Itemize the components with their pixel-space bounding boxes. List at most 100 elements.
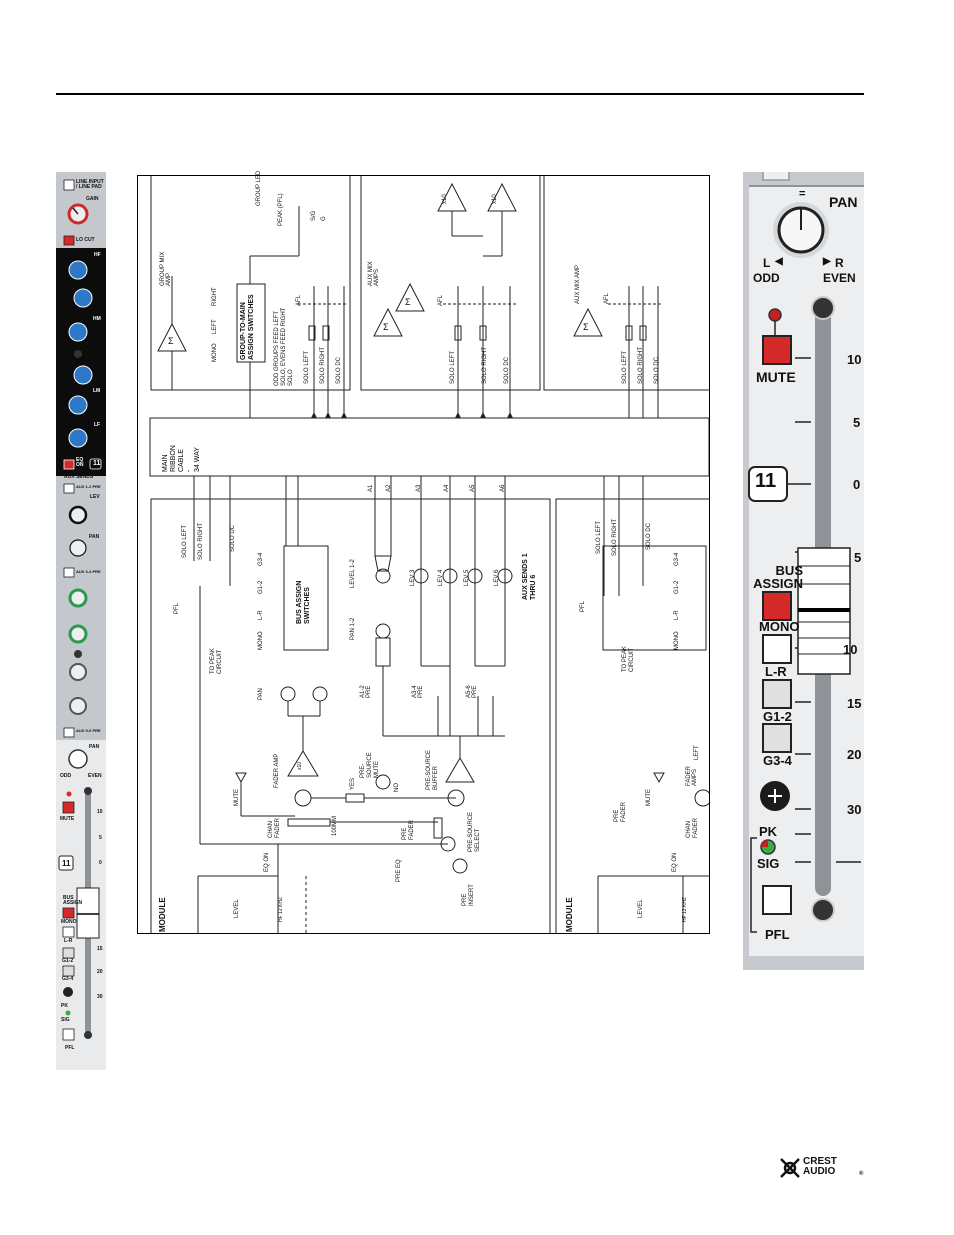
aux56-pre-button[interactable] bbox=[63, 727, 75, 738]
aux12-pan-knob[interactable] bbox=[69, 539, 87, 557]
hm-knob[interactable] bbox=[68, 322, 88, 342]
strip-scale-10: 10 bbox=[97, 809, 103, 815]
strip-scale-30: 30 bbox=[97, 994, 103, 1000]
strip-hm-label: HM bbox=[93, 316, 101, 322]
pfl-button[interactable] bbox=[62, 1028, 75, 1041]
dg-m-pan: PAN bbox=[258, 688, 264, 700]
zoom-g12-button[interactable] bbox=[762, 679, 792, 709]
dg-right: RIGHT bbox=[212, 287, 218, 306]
strip-lf-label: LF bbox=[94, 422, 101, 428]
fader-cap[interactable] bbox=[76, 887, 100, 939]
dg-r-solo-left: SOLO LEFT bbox=[596, 520, 602, 554]
dg-m-mono: MONO bbox=[258, 631, 264, 650]
hm-freq-knob[interactable] bbox=[73, 288, 93, 308]
dg-ribbon-line3: CABLE bbox=[178, 449, 185, 472]
zoom-pfl-button[interactable] bbox=[762, 885, 792, 915]
header-rule bbox=[56, 93, 864, 95]
dg-m-a4: A4 bbox=[444, 484, 450, 492]
dg-m-aux-sends: AUX SENDS 1 THRU 6 bbox=[522, 553, 537, 600]
dg-r-level: LEVEL bbox=[638, 899, 644, 918]
dg-left: LEFT bbox=[212, 319, 218, 334]
dg-afl-3: AFL bbox=[604, 292, 610, 304]
dg-m-lr: L-R bbox=[258, 610, 264, 620]
zoomed-strip-art bbox=[743, 172, 864, 970]
dg-r-fader-amps: FADER AMPS bbox=[686, 765, 698, 786]
dg-r-to-peak: TO PEAK CIRCUIT bbox=[622, 646, 635, 672]
dg-m-no: NO bbox=[394, 783, 400, 792]
dg-group-to-main: GROUP-TO-MAIN ASSIGN SWITCHES bbox=[240, 294, 255, 360]
dg-m-to-peak: TO PEAK CIRCUIT bbox=[210, 648, 223, 674]
lm-knob[interactable] bbox=[68, 395, 88, 415]
dg-aux-mix-amps: AUX MIX AMPS bbox=[368, 261, 380, 286]
dg-m-a6: A6 bbox=[500, 484, 506, 492]
dg-sigma-2: Σ bbox=[405, 297, 411, 307]
g34-button[interactable] bbox=[62, 965, 75, 977]
zoom-scale-20: 20 bbox=[847, 747, 862, 762]
lf-knob[interactable] bbox=[68, 428, 88, 448]
dg-afl-1: AFL bbox=[296, 294, 302, 306]
dg-m-pfl: PFL bbox=[174, 602, 180, 614]
zoom-lr-button[interactable] bbox=[762, 634, 792, 664]
dg-r-solo-right: SOLO RIGHT bbox=[612, 518, 618, 556]
aux4-knob[interactable] bbox=[68, 624, 88, 644]
dg-r-module-title: MODULE bbox=[565, 897, 574, 932]
zoom-mute-button[interactable] bbox=[762, 335, 792, 365]
strip-eq-on-label: EQ ON bbox=[76, 457, 84, 468]
zoom-pfl-label: PFL bbox=[765, 927, 790, 942]
dg-m-solo-left: SOLO LEFT bbox=[182, 524, 188, 558]
dg-m-level12: LEVEL 1-2 bbox=[350, 559, 356, 588]
hf-knob[interactable] bbox=[68, 260, 88, 280]
dg-m-a5: A5 bbox=[470, 484, 476, 492]
zoomed-strip: = PAN L ◀ ▶ R ODD EVEN MUTE 10 5 0 5 10 … bbox=[743, 172, 864, 970]
dg-solo-left-2: SOLO LEFT bbox=[450, 350, 456, 384]
mono-button[interactable] bbox=[62, 907, 75, 919]
dg-r-lr: L-R bbox=[674, 610, 680, 620]
dg-solo-dc-1: SOLO DC bbox=[336, 356, 342, 384]
aux5-knob[interactable] bbox=[69, 663, 87, 681]
line-input-button[interactable] bbox=[63, 179, 75, 191]
g12-button[interactable] bbox=[62, 947, 75, 959]
dg-m-pre34: A3-4 PRE bbox=[412, 685, 424, 698]
zoom-l-arrow: ◀ bbox=[775, 256, 783, 267]
dg-m-module-title: MODULE bbox=[158, 897, 167, 932]
strip-even-label: EVEN bbox=[88, 773, 102, 779]
strip-pk-label: PK bbox=[61, 1003, 68, 1009]
strip-lr-label: L-R bbox=[64, 938, 73, 944]
dg-m-pre12: A1-2 PRE bbox=[360, 685, 372, 698]
dg-m-pan12: PAN 1-2 bbox=[350, 617, 356, 640]
strip-aux-pan-label: PAN bbox=[89, 534, 100, 540]
zoom-g34-button[interactable] bbox=[762, 723, 792, 753]
aux6-knob[interactable] bbox=[69, 697, 87, 715]
mute-button[interactable] bbox=[62, 801, 75, 814]
insert-knob[interactable] bbox=[63, 987, 73, 997]
lm-freq-knob[interactable] bbox=[73, 365, 93, 385]
pan-knob[interactable] bbox=[68, 749, 88, 769]
aux3-knob[interactable] bbox=[68, 588, 88, 608]
strip-hf-label: HF bbox=[94, 252, 101, 258]
dg-m-hf: HF 12 KHZ bbox=[278, 896, 284, 922]
zoom-g34-label: G3-4 bbox=[763, 753, 792, 768]
aux12-level-knob[interactable] bbox=[68, 505, 88, 525]
eq-on-button[interactable] bbox=[63, 459, 75, 470]
zoom-sig-label: SIG bbox=[757, 856, 780, 871]
dg-m-x10: x10 bbox=[297, 761, 303, 770]
strip-odd-label: ODD bbox=[60, 773, 72, 779]
strip-scale-5: 5 bbox=[99, 835, 102, 841]
aux12-pre-button[interactable] bbox=[63, 483, 75, 494]
dg-m-lev5: LEV 5 bbox=[464, 569, 470, 586]
dg-mono: MONO bbox=[212, 343, 218, 362]
locut-button[interactable] bbox=[63, 235, 75, 246]
dg-m-pre-source-mute: PRE-SOURCE MUTE bbox=[360, 752, 380, 778]
zoom-mono-button[interactable] bbox=[762, 591, 792, 621]
module-number-badge bbox=[58, 855, 74, 871]
lr-button[interactable] bbox=[62, 926, 75, 938]
aux34-pre-button[interactable] bbox=[63, 567, 75, 578]
strip-scale-0: 0 bbox=[99, 860, 102, 866]
zoom-r-arrow: ▶ bbox=[823, 256, 831, 267]
dg-group-mix-amp: GROUP MIX AMP bbox=[160, 251, 172, 286]
dg-m-a3: A3 bbox=[416, 484, 422, 492]
zoom-bus-assign-label: BUS ASSIGN bbox=[753, 564, 803, 590]
dg-m-eq-on: EQ ON bbox=[264, 852, 270, 872]
block-diagram: GROUP MIX AMP GROUP LED PEAK (PFL) S/G G… bbox=[137, 171, 710, 934]
logo-registered: ® bbox=[859, 1171, 864, 1177]
